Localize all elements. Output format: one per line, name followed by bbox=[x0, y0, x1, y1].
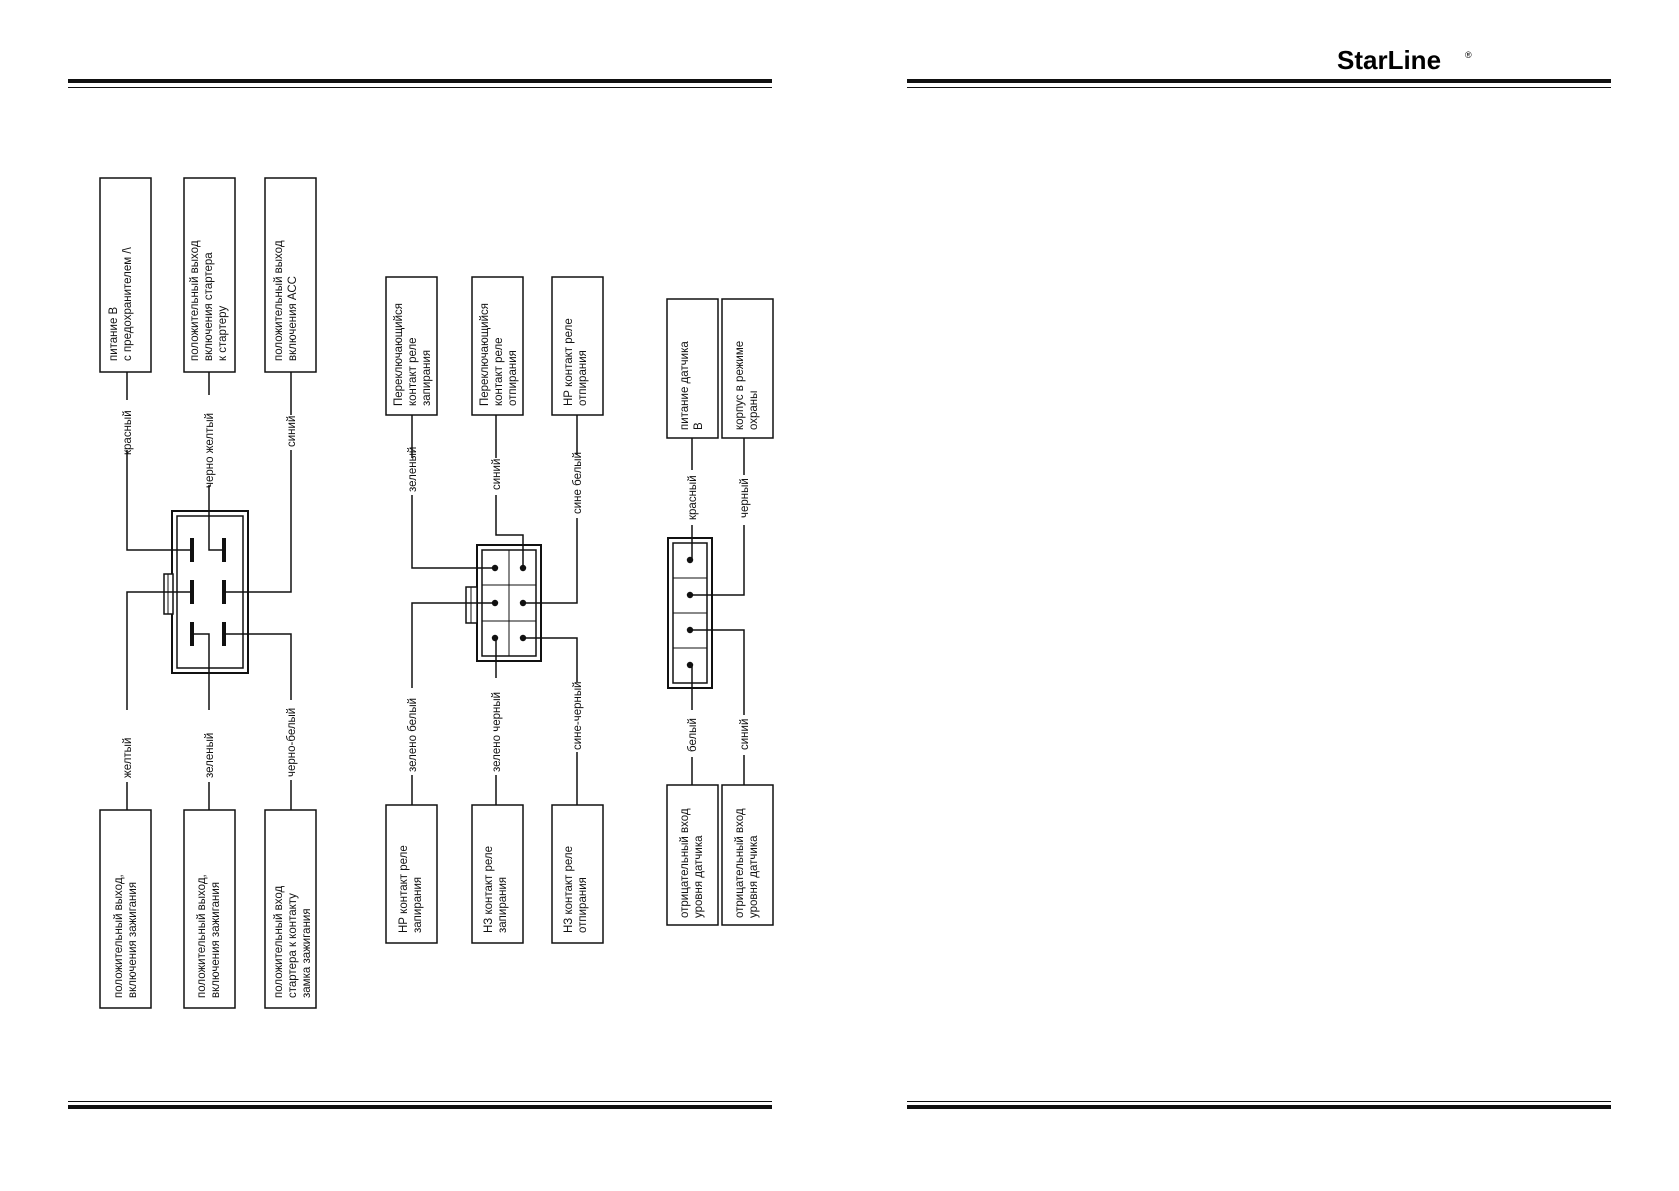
left-page-header-rule bbox=[68, 79, 772, 88]
c1-wire-color-bottom-2: черно-белый bbox=[286, 708, 298, 777]
c2-box-top-2-line-1: отпирания bbox=[577, 350, 589, 406]
connector1-boxes bbox=[99, 177, 317, 1009]
connector3-boxes bbox=[666, 298, 774, 926]
c2-box-top-0-line-1: контакт реле bbox=[407, 337, 419, 406]
c2-wire-color-bottom-1: зелено черный bbox=[491, 692, 503, 772]
c2-box-bottom-1: НЗ контакт реле запирания bbox=[483, 843, 509, 933]
c2-box-bottom-0: НР контакт реле запирания bbox=[398, 842, 424, 933]
c3-box-top-0-line-0: питание датчика bbox=[679, 341, 691, 430]
c2-wire-color-bottom-2: сине-черный bbox=[572, 681, 584, 750]
c2-box-top-0: Переключающийся контакт реле запирания bbox=[393, 300, 433, 406]
connector1-wires bbox=[126, 372, 292, 810]
c3-box-bottom-0-line-1: уровня датчика bbox=[693, 835, 705, 918]
c3-box-bottom-1-line-0: отрицательный вход bbox=[734, 808, 746, 918]
c2-box-bottom-2-line-1: отпирания bbox=[577, 877, 589, 933]
c2-box-top-0-line-0: Переключающийся bbox=[393, 303, 405, 406]
c3-wire-color-bottom-0: белый bbox=[687, 718, 699, 752]
c2-box-bottom-0-line-0: НР контакт реле bbox=[398, 845, 410, 933]
c1-box-top-2: положительный выход включения АСС bbox=[273, 237, 299, 361]
c2-wire-color-bottom-0: зелено белый bbox=[407, 698, 419, 772]
c2-box-top-1-line-2: отпирания bbox=[507, 350, 519, 406]
c1-box-top-0-line-1: с предохранителем /\ bbox=[122, 246, 134, 361]
right-page-footer-rule bbox=[907, 1101, 1611, 1109]
c1-box-top-1-line-1: включения стартера bbox=[203, 252, 215, 361]
c1-box-bottom-0-line-0: положительный выход, bbox=[113, 874, 125, 998]
connector2-wires bbox=[411, 415, 578, 805]
c2-box-bottom-0-line-1: запирания bbox=[412, 877, 424, 933]
c1-box-top-2-line-1: включения АСС bbox=[287, 276, 299, 361]
connector2-boxes bbox=[385, 276, 604, 944]
c2-box-bottom-1-line-0: НЗ контакт реле bbox=[483, 846, 495, 933]
c1-box-top-1-line-2: к стартеру bbox=[217, 306, 229, 361]
c3-box-top-1-line-0: корпус в режиме bbox=[734, 341, 746, 430]
c1-box-top-2-line-0: положительный выход bbox=[273, 240, 285, 361]
c3-box-bottom-0-line-0: отрицательный вход bbox=[679, 808, 691, 918]
c1-box-top-0: питание В с предохранителем /\ bbox=[108, 246, 134, 361]
c1-wire-color-bottom-1: зеленый bbox=[204, 733, 216, 778]
c1-box-bottom-2-line-1: стартера к контакту bbox=[287, 893, 299, 998]
starline-logo: StarLine ® bbox=[1337, 45, 1472, 75]
left-page-footer-rule bbox=[68, 1101, 772, 1109]
c2-box-top-1-line-0: Переключающийся bbox=[479, 303, 491, 406]
c3-box-top-0: питание датчика В bbox=[679, 338, 705, 430]
c1-box-bottom-0-line-1: включения зажигания bbox=[127, 882, 139, 998]
c3-box-top-1: корпус в режиме охраны bbox=[734, 338, 760, 430]
c2-box-bottom-1-line-1: запирания bbox=[497, 877, 509, 933]
connector3-wires bbox=[690, 438, 745, 785]
c1-wire-color-bottom-0: желтый bbox=[122, 738, 134, 778]
c3-wire-color-top-1: черный bbox=[739, 478, 751, 518]
c2-box-bottom-2: НЗ контакт реле отпирания bbox=[563, 843, 589, 933]
c1-box-top-1: положительный выход включения стартера к… bbox=[189, 237, 229, 361]
c1-box-bottom-2: положительный вход стартера к контакту з… bbox=[273, 883, 313, 998]
c3-wire-color-bottom-1: синий bbox=[739, 719, 751, 750]
c1-box-top-1-line-0: положительный выход bbox=[189, 240, 201, 361]
c2-box-top-0-line-2: запирания bbox=[421, 350, 433, 406]
c2-wire-color-top-1: синий bbox=[491, 459, 503, 490]
c1-wire-color-top-1: черно желтый bbox=[204, 413, 216, 488]
c1-box-bottom-0: положительный выход, включения зажигания bbox=[113, 871, 139, 998]
c1-box-bottom-1-line-0: положительный выход, bbox=[196, 874, 208, 998]
c3-box-bottom-1: отрицательный вход уровня датчика bbox=[734, 805, 760, 918]
c2-box-bottom-2-line-0: НЗ контакт реле bbox=[563, 846, 575, 933]
c2-box-top-2-line-0: НР контакт реле bbox=[563, 318, 575, 406]
connector3-housing bbox=[667, 537, 713, 689]
c1-box-bottom-1-line-1: включения зажигания bbox=[210, 882, 222, 998]
c3-box-bottom-0: отрицательный вход уровня датчика bbox=[679, 805, 705, 918]
c2-box-top-1: Переключающийся контакт реле отпирания bbox=[479, 300, 519, 406]
c3-wire-color-top-0: красный bbox=[687, 475, 699, 520]
c1-box-bottom-2-line-0: положительный вход bbox=[273, 885, 285, 998]
c1-wire-color-top-0: красный bbox=[122, 410, 134, 455]
c1-box-top-0-line-0: питание В bbox=[108, 306, 120, 361]
c3-box-top-0-line-1: В bbox=[693, 422, 705, 430]
c3-box-bottom-1-line-1: уровня датчика bbox=[748, 835, 760, 918]
registered-mark: ® bbox=[1465, 50, 1472, 60]
c1-wire-color-top-2: синий bbox=[286, 416, 298, 447]
c1-box-bottom-2-line-2: замка зажигания bbox=[301, 908, 313, 998]
c2-wire-color-top-0: зеленый bbox=[407, 447, 419, 492]
logo-text: StarLine bbox=[1337, 45, 1441, 75]
c1-box-bottom-1: положительный выход, включения зажигания bbox=[196, 871, 222, 998]
c2-box-top-2: НР контакт реле отпирания bbox=[563, 315, 589, 406]
c2-box-top-1-line-1: контакт реле bbox=[493, 337, 505, 406]
c3-box-top-1-line-1: охраны bbox=[748, 391, 760, 430]
right-page-header-rule bbox=[907, 79, 1611, 88]
c2-wire-color-top-2: сине белый bbox=[572, 452, 584, 514]
